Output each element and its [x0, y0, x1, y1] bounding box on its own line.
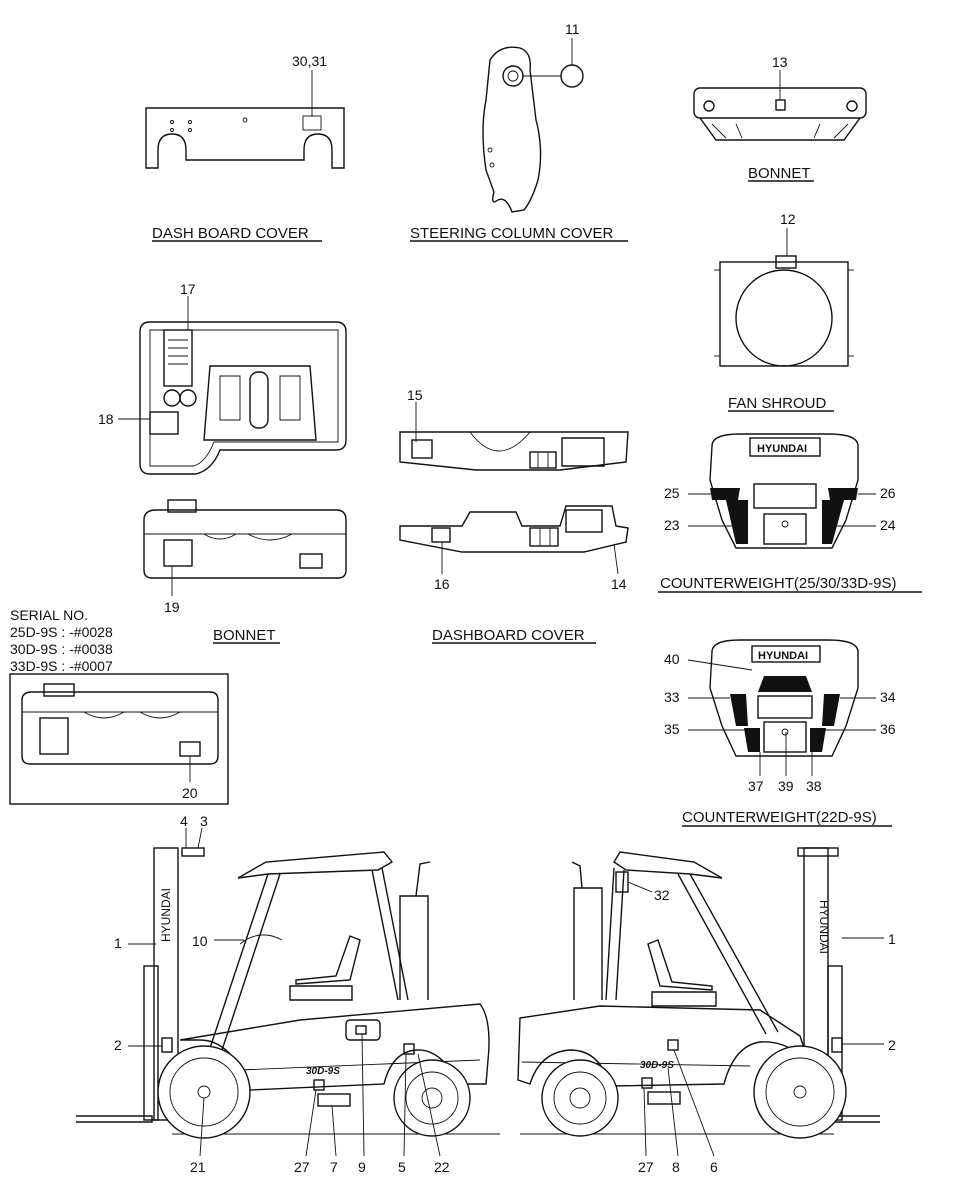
callout-30-31: 30,31: [292, 53, 327, 69]
steering-column-cover-drawing: [482, 38, 584, 213]
callout-25: 25: [664, 485, 680, 501]
caption-dash-board-cover: DASH BOARD COVER: [152, 225, 309, 242]
forklift-right-drawing: HYUNDAI 30D-9S: [517, 847, 884, 1157]
callout-36: 36: [880, 721, 896, 737]
brand-b: HYUNDAI: [758, 650, 808, 662]
model-badge-right: 30D-9S: [640, 1060, 674, 1071]
callout-1-left: 1: [114, 935, 122, 951]
callout-14: 14: [611, 576, 627, 592]
callout-19: 19: [164, 599, 180, 615]
caption-counterweight-b: COUNTERWEIGHT(22D-9S): [682, 809, 877, 826]
callout-23: 23: [664, 517, 680, 533]
callout-24: 24: [880, 517, 896, 533]
callout-27-right: 27: [638, 1159, 654, 1175]
callout-6: 6: [710, 1159, 718, 1175]
callout-21: 21: [190, 1159, 206, 1175]
bonnet-topview-drawing: [118, 296, 347, 475]
brand-a: HYUNDAI: [757, 443, 807, 455]
dashboard-cover-drawing: [399, 402, 629, 575]
callout-38: 38: [806, 778, 822, 794]
callout-2-left: 2: [114, 1037, 122, 1053]
callout-16: 16: [434, 576, 450, 592]
callout-40: 40: [664, 651, 680, 667]
callout-11: 11: [565, 21, 580, 37]
caption-steering-column-cover: STEERING COLUMN COVER: [410, 225, 614, 242]
fan-shroud-drawing: [714, 228, 854, 367]
serial-box: [9, 673, 229, 805]
callout-27-left: 27: [294, 1159, 310, 1175]
serial-line-3: 33D-9S : -#0007: [10, 658, 113, 674]
callout-32: 32: [654, 887, 670, 903]
serial-line-2: 30D-9S : -#0038: [10, 641, 113, 657]
callout-17: 17: [180, 281, 196, 297]
caption-bonnet-mid: BONNET: [213, 627, 276, 644]
callout-15: 15: [407, 387, 423, 403]
caption-dashboard-cover: DASHBOARD COVER: [432, 627, 585, 644]
serial-line-1: 25D-9S : -#0028: [10, 624, 113, 640]
forklift-left-drawing: HYUNDAI 30D-9S: [76, 827, 500, 1157]
serial-title: SERIAL NO.: [10, 607, 88, 623]
model-badge-left: 30D-9S: [306, 1066, 340, 1077]
caption-counterweight-a: COUNTERWEIGHT(25/30/33D-9S): [660, 575, 896, 592]
callout-4: 4: [180, 813, 188, 829]
callout-13: 13: [772, 54, 788, 70]
mast-brand-left: HYUNDAI: [159, 888, 173, 942]
callout-7: 7: [330, 1159, 338, 1175]
caption-bonnet-top: BONNET: [748, 165, 811, 182]
callout-1-right: 1: [888, 931, 896, 947]
callout-2-right: 2: [888, 1037, 896, 1053]
counterweight-a-drawing: HYUNDAI: [688, 433, 876, 549]
callout-20: 20: [182, 785, 198, 801]
dash-board-cover-drawing: [145, 70, 345, 169]
callout-37: 37: [748, 778, 764, 794]
callout-9: 9: [358, 1159, 366, 1175]
bonnet-top-drawing: [693, 70, 867, 141]
callout-26: 26: [880, 485, 896, 501]
caption-fan-shroud: FAN SHROUD: [728, 395, 827, 412]
callout-34: 34: [880, 689, 896, 705]
bonnet-side-drawing: [143, 499, 347, 596]
callout-22: 22: [434, 1159, 450, 1175]
callout-35: 35: [664, 721, 680, 737]
callout-33: 33: [664, 689, 680, 705]
callout-8: 8: [672, 1159, 680, 1175]
callout-12: 12: [780, 211, 796, 227]
mast-brand-right: HYUNDAI: [817, 900, 831, 954]
callout-10: 10: [192, 933, 208, 949]
callout-18: 18: [98, 411, 114, 427]
bonnet-serial-drawing: [21, 683, 219, 782]
callout-39: 39: [778, 778, 794, 794]
callout-5: 5: [398, 1159, 406, 1175]
counterweight-b-drawing: HYUNDAI: [687, 639, 876, 776]
callout-3: 3: [200, 813, 208, 829]
